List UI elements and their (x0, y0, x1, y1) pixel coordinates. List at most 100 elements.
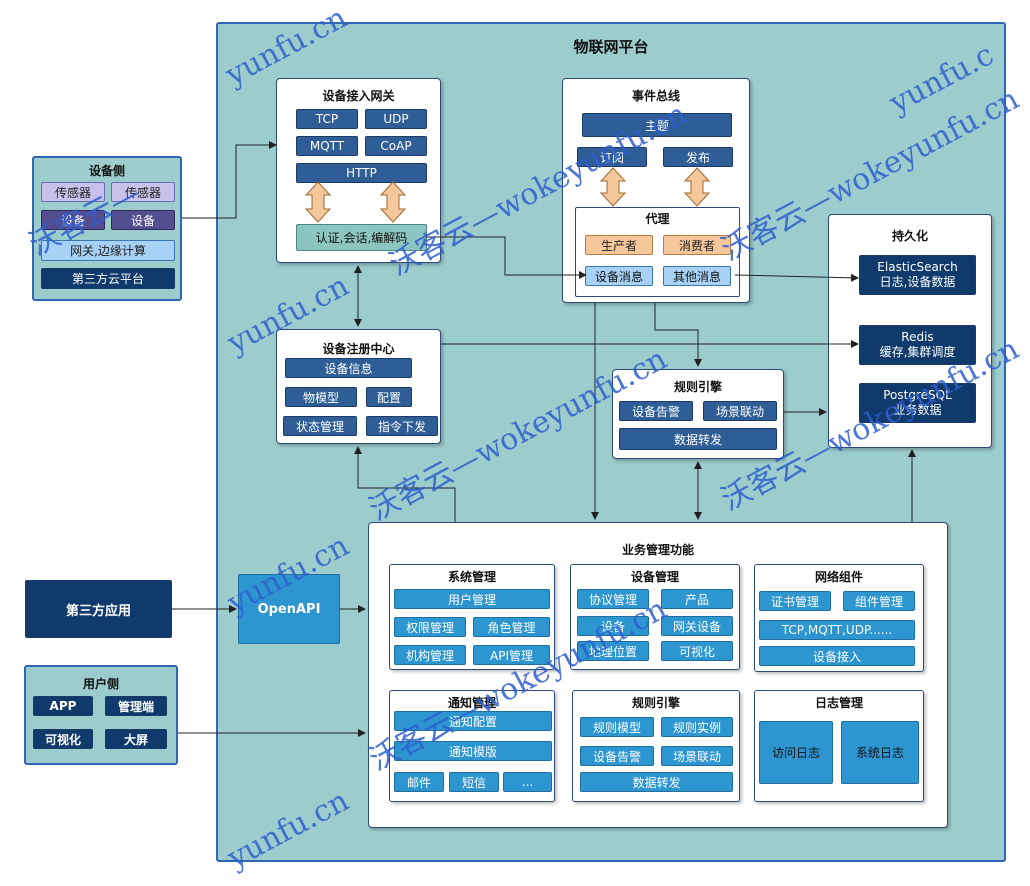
gateway-panel: 设备接入网关 TCP UDP MQTT CoAP HTTP 认证,会话,编解码 (276, 78, 441, 263)
platform-title: 物联网平台 (573, 38, 649, 56)
system-management-title: 系统管理 (447, 570, 496, 584)
command-dispatch: 指令下发 (366, 416, 438, 436)
sensor-2: 传感器 (111, 182, 175, 202)
postgresql-name: PostgreSQL (883, 388, 952, 402)
proxy-box: 代理 生产者 消费者 设备消息 其他消息 (575, 207, 740, 297)
rules-panel: 规则引擎 规则模型 规则实例 设备告警 场景联动 数据转发 (572, 690, 740, 802)
biz-data-forward: 数据转发 (580, 772, 733, 792)
device-access: 设备接入 (759, 646, 915, 666)
proxy-title: 代理 (645, 212, 670, 226)
elasticsearch: ElasticSearch 日志,设备数据 (859, 255, 976, 295)
rule-model: 规则模型 (580, 717, 654, 737)
device-side-panel: 设备侧 传感器 传感器 设备 设备 网关,边缘计算 第三方云平台 (32, 156, 182, 301)
notify-template: 通知模版 (394, 741, 552, 761)
system-log: 系统日志 (841, 721, 919, 784)
rule-engine-panel: 规则引擎 设备告警 场景联动 数据转发 (612, 369, 784, 459)
device-management-title: 设备管理 (630, 570, 679, 584)
network-title: 网络组件 (814, 570, 863, 584)
protocol-mqtt: MQTT (296, 136, 358, 156)
publish: 发布 (663, 147, 733, 167)
eventbus-title: 事件总线 (631, 89, 680, 103)
gateway-device: 网关设备 (661, 616, 733, 636)
registry-panel: 设备注册中心 设备信息 物模型 配置 状态管理 指令下发 (276, 329, 441, 444)
gateway-title: 设备接入网关 (322, 89, 395, 103)
admin-console: 管理端 (105, 696, 167, 716)
device-item: 设备 (577, 616, 649, 636)
producer: 生产者 (585, 235, 653, 255)
auth-codec: 认证,会话,编解码 (296, 224, 427, 251)
more: ... (503, 772, 552, 792)
device-info: 设备信息 (285, 358, 412, 378)
visualization: 可视化 (661, 641, 733, 661)
org-management: 机构管理 (394, 645, 466, 665)
persistence-title: 持久化 (891, 229, 928, 243)
user-side-panel: 用户侧 APP 管理端 可视化 大屏 (24, 665, 178, 765)
biz-scene-linkage: 场景联动 (661, 746, 733, 766)
config: 配置 (366, 387, 412, 407)
protocol-tcp: TCP (296, 109, 358, 129)
visual-dashboard: 可视化 (33, 729, 93, 749)
openapi: OpenAPI (238, 574, 340, 644)
device-message: 设备消息 (585, 266, 653, 286)
protocol-udp: UDP (365, 109, 427, 129)
edge-gateway: 网关,边缘计算 (41, 240, 175, 261)
rule-scene-linkage: 场景联动 (703, 401, 777, 421)
persistence-panel: 持久化 ElasticSearch 日志,设备数据 Redis 缓存,集群调度 … (828, 214, 992, 448)
user-side-title: 用户侧 (82, 677, 119, 691)
geo-location: 地理位置 (577, 641, 649, 661)
rule-device-alarm: 设备告警 (619, 401, 693, 421)
app: APP (33, 696, 93, 716)
state-management: 状态管理 (283, 416, 357, 436)
system-management-panel: 系统管理 用户管理 权限管理 角色管理 机构管理 API管理 (389, 564, 555, 670)
rule-instance: 规则实例 (661, 717, 733, 737)
api-management: API管理 (473, 645, 550, 665)
cert-management: 证书管理 (759, 591, 831, 611)
device-side-title: 设备侧 (88, 164, 125, 178)
rule-data-forward: 数据转发 (619, 428, 777, 450)
biz-device-alarm: 设备告警 (580, 746, 654, 766)
device-management-panel: 设备管理 协议管理 产品 设备 网关设备 地理位置 可视化 (570, 564, 740, 670)
permission-management: 权限管理 (394, 617, 466, 637)
protocol-http: HTTP (296, 163, 427, 183)
elasticsearch-desc: 日志,设备数据 (879, 275, 956, 289)
device-1: 设备 (41, 210, 105, 230)
rule-engine-title: 规则引擎 (673, 380, 722, 394)
redis-desc: 缓存,集群调度 (879, 345, 956, 359)
network-panel: 网络组件 证书管理 组件管理 TCP,MQTT,UDP...... 设备接入 (754, 564, 924, 672)
elasticsearch-name: ElasticSearch (877, 260, 958, 274)
access-log: 访问日志 (759, 721, 833, 784)
component-management: 组件管理 (843, 591, 915, 611)
big-screen: 大屏 (105, 729, 167, 749)
product: 产品 (661, 589, 733, 609)
email: 邮件 (394, 772, 444, 792)
sms: 短信 (449, 772, 499, 792)
sensor-1: 传感器 (41, 182, 105, 202)
protocol-management: 协议管理 (577, 589, 649, 609)
thing-model: 物模型 (285, 387, 357, 407)
registry-title: 设备注册中心 (322, 342, 395, 356)
log-title: 日志管理 (814, 696, 863, 710)
notify-title: 通知管理 (447, 696, 496, 710)
topic: 主题 (582, 113, 732, 137)
third-cloud: 第三方云平台 (41, 268, 175, 289)
eventbus-panel: 事件总线 主题 订阅 发布 代理 生产者 消费者 设备消息 其他消息 (562, 78, 750, 303)
notify-config: 通知配置 (394, 711, 552, 731)
postgresql-desc: 业务数据 (893, 403, 942, 417)
postgresql: PostgreSQL 业务数据 (859, 383, 976, 423)
role-management: 角色管理 (473, 617, 550, 637)
user-management: 用户管理 (394, 589, 550, 609)
consumer: 消费者 (663, 235, 731, 255)
subscribe: 订阅 (577, 147, 647, 167)
device-2: 设备 (111, 210, 175, 230)
other-message: 其他消息 (663, 266, 731, 286)
protocol-coap: CoAP (365, 136, 427, 156)
network-protocols: TCP,MQTT,UDP...... (759, 620, 915, 640)
third-party-app: 第三方应用 (25, 580, 172, 638)
business-title: 业务管理功能 (621, 543, 694, 557)
rules-title: 规则引擎 (631, 696, 680, 710)
notify-panel: 通知管理 通知配置 通知模版 邮件 短信 ... (389, 690, 555, 802)
redis-name: Redis (901, 330, 934, 344)
redis: Redis 缓存,集群调度 (859, 325, 976, 365)
log-panel: 日志管理 访问日志 系统日志 (754, 690, 924, 802)
